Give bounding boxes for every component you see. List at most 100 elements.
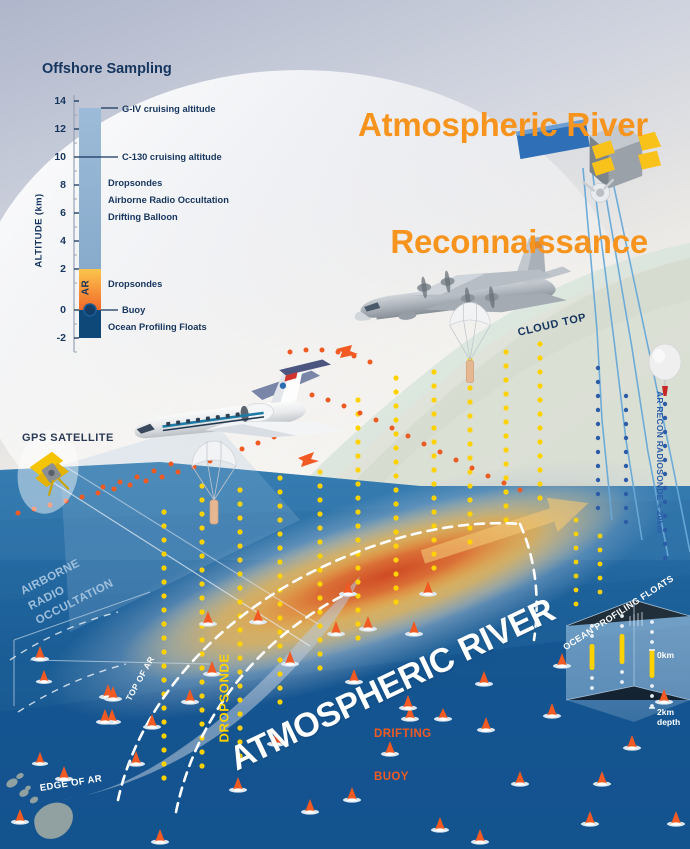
dropsonde-column: [393, 375, 399, 605]
ar-flow-arrow: [420, 497, 589, 564]
dropsonde-column: [597, 533, 603, 595]
axis-tick-8: 8: [60, 179, 66, 191]
label-depth-bottom: 2km depth: [657, 707, 681, 728]
legend-heading: Offshore Sampling: [42, 61, 172, 77]
label-ar-recon-radiosonde: AR RECON RADIOSONDE ≈ 20km: [655, 391, 665, 534]
ocean-deep: [0, 625, 690, 849]
weather-balloon-icon: [648, 343, 682, 396]
dropsonde-icon: [209, 499, 219, 525]
float-profile: [589, 624, 595, 690]
scale-ocean: [79, 310, 101, 338]
axis-tick-12: 12: [54, 123, 66, 135]
gps-ray-line-b: [57, 461, 319, 625]
drifting-buoy-icon: [511, 771, 529, 787]
drifting-buoy-icon: [96, 709, 114, 725]
axis-tick-14: 14: [54, 95, 66, 107]
dropsonde-column: [431, 369, 437, 571]
axis-tick-6: 6: [60, 207, 66, 219]
dropsonde-icon: [465, 360, 475, 383]
drifting-buoy-legend-icon: [434, 708, 452, 722]
drifting-buoy-icon: [581, 811, 599, 827]
legend-annotation-g4: G-IV cruising altitude: [122, 104, 216, 114]
drifting-buoy-icon: [655, 689, 673, 705]
drifting-buoy-icon: [327, 621, 345, 637]
axis-tick-4: 4: [60, 235, 66, 247]
drifting-buoy-icon: [199, 611, 217, 627]
drifting-buoy-icon: [593, 771, 611, 787]
drifting-buoy-icon: [267, 731, 285, 747]
ocean-profiling-float-box: [565, 599, 690, 722]
label-gps-satellite: GPS SATELLITE: [22, 432, 114, 444]
dropsonde-column: [237, 487, 243, 759]
legend-annotation-aro: Airborne Radio Occultation: [108, 195, 229, 205]
drifting-buoy-icon: [181, 689, 199, 705]
label-dropsonde: DROPSONDE: [216, 653, 232, 743]
drifting-buoy-icon: [343, 787, 361, 803]
drifting-buoy-icon: [399, 695, 417, 711]
radio-occultation-ray-upper: [100, 461, 174, 490]
dropsonde-column: [317, 469, 323, 671]
drifting-buoy-icon: [345, 669, 363, 685]
title-line-2: Reconnaissance: [390, 222, 648, 260]
drifting-buoy-icon: [203, 661, 221, 677]
drifting-buoy-icon: [543, 703, 561, 719]
gps-ray-line-a: [45, 477, 311, 647]
drifting-buoy-icon: [431, 817, 449, 833]
float-profile: [649, 620, 655, 708]
dropsonde-column: [537, 341, 543, 501]
gps-ray-cone: [60, 420, 300, 632]
drifting-buoy-icon: [667, 811, 685, 827]
drifting-buoy-icon: [35, 669, 53, 684]
parachute-icon: [449, 302, 491, 383]
dropsonde-column: [355, 397, 361, 641]
scale-upper-atmosphere: [79, 108, 101, 284]
gps-satellite-icon: [17, 430, 79, 514]
hawaii-islands-icon: [6, 773, 73, 839]
dropsonde-column: [161, 509, 167, 781]
drifting-buoy-icon: [127, 751, 145, 767]
drifting-buoy-icon: [405, 621, 423, 637]
legend-annotation-buoy: Buoy: [122, 305, 146, 315]
scale-ar-band: [79, 269, 101, 310]
radiosonde-track-secondary: [595, 365, 601, 511]
parachute-icon: [191, 440, 237, 525]
drifting-buoy-icon: [553, 653, 571, 669]
drifting-buoy-icon: [301, 799, 319, 815]
satellite-icon: [516, 119, 662, 203]
drifting-buoy-icon: [249, 609, 267, 625]
drifting-buoy-icon: [471, 829, 489, 845]
label-drifting-buoy: DRIFTING BUOY: [374, 698, 432, 799]
occultation-arrow: [336, 345, 358, 358]
page-title: Atmospheric River Reconnaissance: [358, 28, 648, 301]
drifting-buoy-icon: [623, 735, 641, 751]
legend-annotation-dropsondes-ar: Dropsondes: [108, 279, 163, 289]
sampling-frame: [13, 591, 211, 706]
label-depth-top: 0km: [657, 650, 675, 660]
dropsonde-columns: [161, 341, 603, 781]
label-drifting-buoy-line2: BUOY: [374, 770, 409, 783]
drifting-buoy-icon: [55, 766, 73, 782]
altitude-axis-label: ALTITUDE (km): [33, 193, 45, 268]
drifting-buoy-field: [11, 581, 685, 845]
drifting-buoy-icon: [151, 829, 169, 845]
ar-boundary-dashed-thin: [9, 611, 127, 713]
cloud-top-surface: [322, 258, 690, 492]
radio-occultation-ray-c130: [309, 392, 523, 493]
drifting-buoy-icon: [339, 581, 357, 597]
altitude-scale: [73, 95, 118, 353]
drifting-buoy-icon: [31, 646, 49, 662]
drifting-buoy-icon: [401, 706, 419, 722]
dropsonde-column: [277, 475, 283, 705]
radiosonde-track-tertiary: [623, 393, 629, 525]
axis-tick-0: 0: [60, 304, 66, 316]
legend-annotation-balloon: Drifting Balloon: [108, 212, 178, 222]
drifting-buoy-icon: [104, 686, 122, 702]
drifting-buoy-icon: [11, 809, 29, 825]
dropsonde-column: [573, 517, 579, 607]
drifting-buoy-icon: [419, 581, 437, 597]
title-line-1: Atmospheric River: [357, 105, 648, 143]
g-iv-jet-icon: [134, 359, 345, 439]
axis-tick-neg2: -2: [56, 332, 66, 344]
scale-buoy-marker: [83, 303, 97, 317]
